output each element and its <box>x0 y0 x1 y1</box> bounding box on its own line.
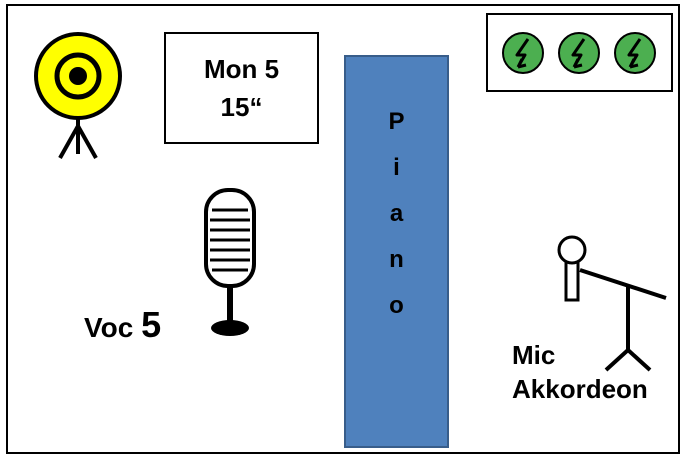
mic-label-line2: Akkordeon <box>512 374 648 404</box>
piano-letter: o <box>389 292 404 319</box>
vocal-label-text: Voc <box>84 312 134 343</box>
monitor-label-box: Mon 5 15“ <box>164 32 319 144</box>
power-icon <box>614 32 656 74</box>
power-icon <box>502 32 544 74</box>
vocal-microphone-icon <box>204 188 256 336</box>
piano-letter: n <box>389 246 404 273</box>
monitor-size: 15“ <box>220 92 263 122</box>
piano-letter: P <box>388 108 405 135</box>
vocal-number: 5 <box>141 304 162 345</box>
piano: P i a n o <box>344 55 449 448</box>
power-outlets <box>502 32 656 74</box>
power-outlet-box <box>486 13 673 92</box>
vocal-label: Voc 5 <box>84 304 161 346</box>
stage-plot: Mon 5 15“ P i a n o <box>6 4 680 454</box>
boom-microphone-icon <box>557 235 667 372</box>
piano-letter: i <box>393 154 400 181</box>
mic-label-line1: Mic <box>512 340 556 370</box>
power-icon <box>558 32 600 74</box>
instrument-mic-label: Mic Akkordeon <box>512 338 648 406</box>
speaker-icon <box>34 32 122 159</box>
monitor-name: Mon 5 <box>203 54 280 84</box>
piano-letter: a <box>389 200 404 227</box>
